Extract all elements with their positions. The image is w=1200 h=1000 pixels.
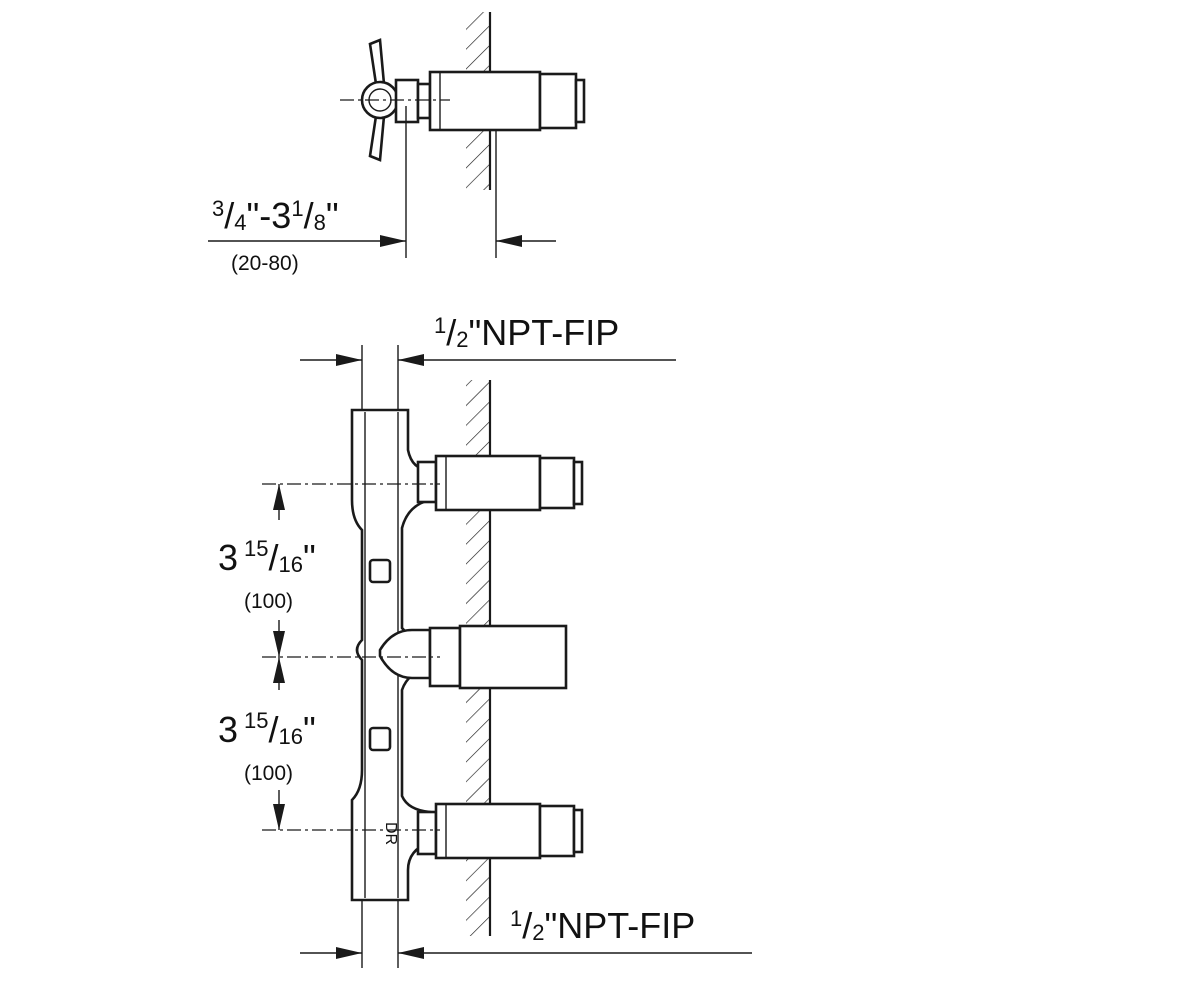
top-connection-dimension <box>300 345 676 410</box>
depth-metric-label: (20-80) <box>231 252 299 275</box>
body-marking: DR <box>382 822 399 845</box>
valve-body-side <box>394 70 586 132</box>
valve-upper <box>416 454 584 512</box>
spacing-upper-metric: (100) <box>244 590 293 613</box>
manifold-slot-upper <box>368 558 392 584</box>
bottom-connection-label: 1/2"NPT-FIP <box>510 905 695 946</box>
manifold-slot-lower <box>368 726 392 752</box>
depth-dimension-line <box>208 235 556 247</box>
depth-dimension-label: 3/4"-31/8" <box>212 195 339 236</box>
valve-handle <box>360 38 400 162</box>
spacing-dimension-line <box>273 484 285 830</box>
valve-middle <box>378 624 568 690</box>
front-view: DR <box>218 312 752 968</box>
top-connection-label: 1/2"NPT-FIP <box>434 312 619 353</box>
spacing-lower-metric: (100) <box>244 762 293 785</box>
top-side-view: 3/4"-31/8" (20-80) <box>208 12 586 275</box>
bottom-connection-dimension <box>300 900 752 968</box>
valve-lower <box>416 802 584 860</box>
